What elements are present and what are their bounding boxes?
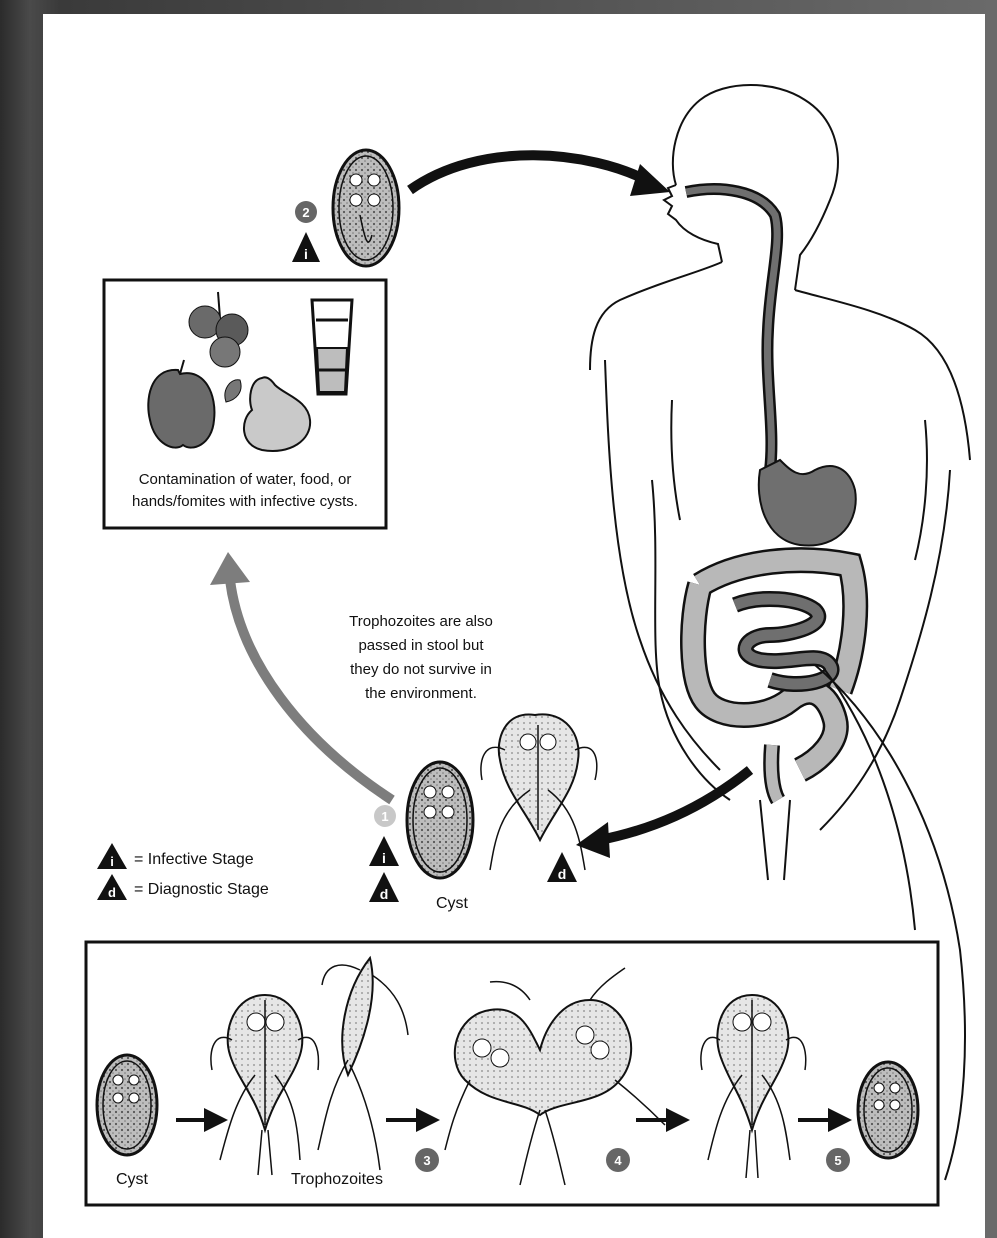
trophozoites-label: Trophozoites — [291, 1171, 383, 1188]
svg-text:d: d — [108, 885, 116, 900]
leg-gap — [760, 800, 790, 880]
trophozoite-note-line2: passed in stool but — [358, 637, 484, 654]
trophozoite-note-line1: Trophozoites are also — [349, 613, 493, 630]
trophozoite-note-line4: the environment. — [365, 685, 477, 702]
digestive-tract — [686, 189, 856, 800]
svg-text:d: d — [380, 886, 389, 902]
diagnostic-triangle-cyst: d — [369, 872, 399, 902]
legend-diagnostic-label: = Diagnostic Stage — [134, 881, 269, 898]
svg-text:2: 2 — [302, 205, 309, 220]
svg-text:4: 4 — [614, 1153, 622, 1168]
step-5-badge: 5 — [826, 1148, 850, 1172]
svg-text:3: 3 — [423, 1153, 430, 1168]
svg-text:i: i — [110, 854, 114, 869]
ingestion-arrow — [410, 155, 650, 190]
shoulder-right — [795, 290, 970, 460]
svg-text:d: d — [558, 866, 567, 882]
svg-text:1: 1 — [381, 809, 388, 824]
infective-triangle-cyst: i — [369, 836, 399, 866]
return-arrowhead — [210, 552, 250, 585]
cyst-bottom — [97, 1055, 157, 1155]
contamination-caption-line2: hands/fomites with infective cysts. — [132, 493, 358, 510]
cyst-env-label: Cyst — [436, 895, 469, 912]
legend-infective-symbol: i — [97, 843, 127, 869]
legend: i = Infective Stage d = Diagnostic Stage — [97, 843, 269, 900]
infective-cyst-top — [333, 150, 399, 266]
step-4-badge: 4 — [606, 1148, 630, 1172]
trophozoite-note-line3: they do not survive in — [350, 661, 492, 678]
infective-triangle-top: i — [292, 232, 320, 262]
svg-text:i: i — [304, 246, 308, 262]
trophozoite-excreted — [481, 714, 597, 870]
neck-front — [590, 262, 722, 370]
cyst-formed — [858, 1062, 918, 1158]
ingestion-arrowhead — [630, 164, 670, 196]
stomach — [759, 460, 856, 546]
esophagus — [686, 189, 777, 470]
svg-text:5: 5 — [834, 1153, 841, 1168]
diagnostic-triangle-trophozoite: d — [547, 852, 577, 882]
diagram-canvas: Contamination of water, food, or hands/f… — [43, 14, 997, 1238]
legend-infective-label: = Infective Stage — [134, 851, 254, 868]
step-1-badge: 1 — [374, 805, 396, 827]
step-2-badge: 2 — [295, 201, 317, 223]
cyst-excreted — [407, 762, 473, 878]
cyst-bottom-label: Cyst — [116, 1171, 149, 1188]
water-glass-icon — [312, 300, 352, 394]
step-3-badge: 3 — [415, 1148, 439, 1172]
contamination-caption-line1: Contamination of water, food, or — [139, 471, 352, 488]
legend-diagnostic-symbol: d — [97, 874, 127, 900]
svg-text:i: i — [382, 850, 386, 866]
excretion-arrow — [600, 770, 750, 840]
life-cycle-diagram: Contamination of water, food, or hands/f… — [43, 14, 985, 1238]
